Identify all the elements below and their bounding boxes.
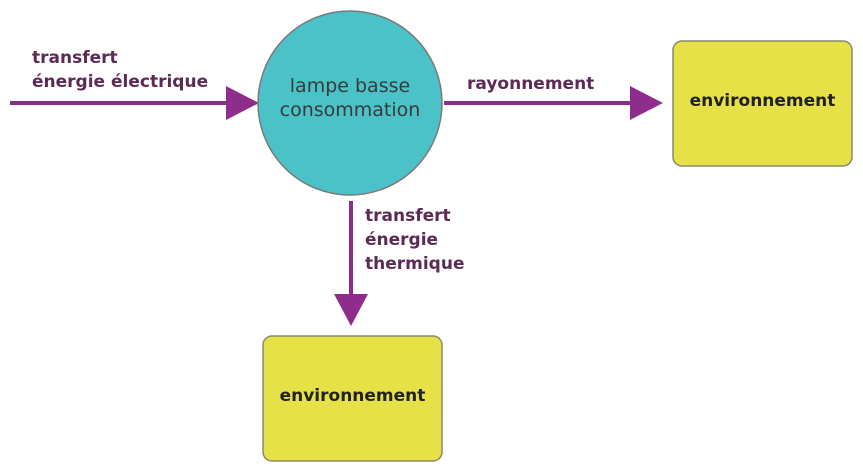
input-label-line2: énergie électrique (32, 72, 209, 92)
input-arrow (10, 86, 259, 120)
lamp-label-line1: lampe basse (289, 75, 411, 97)
lamp-label-line2: consommation (279, 99, 421, 121)
environment-bottom-label: environnement (279, 386, 426, 406)
thermal-arrow (334, 201, 368, 326)
thermal-energy-label: transfert énergie thermique (365, 204, 465, 276)
input-arrowhead (226, 86, 259, 120)
radiation-arrow (444, 86, 663, 120)
thermal-label-line2: énergie (365, 230, 439, 250)
lamp-label: lampe basse consommation (258, 74, 442, 122)
thermal-label-line3: thermique (365, 254, 465, 274)
radiation-arrowhead (630, 86, 663, 120)
input-energy-label: transfert énergie électrique (32, 46, 208, 94)
lamp-node (257, 10, 443, 196)
environment-box-right (672, 40, 853, 167)
environment-right-label: environnement (689, 91, 836, 111)
radiation-label: rayonnement (467, 72, 594, 96)
input-label-line1: transfert (32, 48, 118, 68)
environment-box-bottom (262, 335, 443, 462)
radiation-label-text: rayonnement (467, 74, 595, 94)
thermal-arrowhead (334, 294, 368, 326)
thermal-label-line1: transfert (365, 206, 451, 226)
